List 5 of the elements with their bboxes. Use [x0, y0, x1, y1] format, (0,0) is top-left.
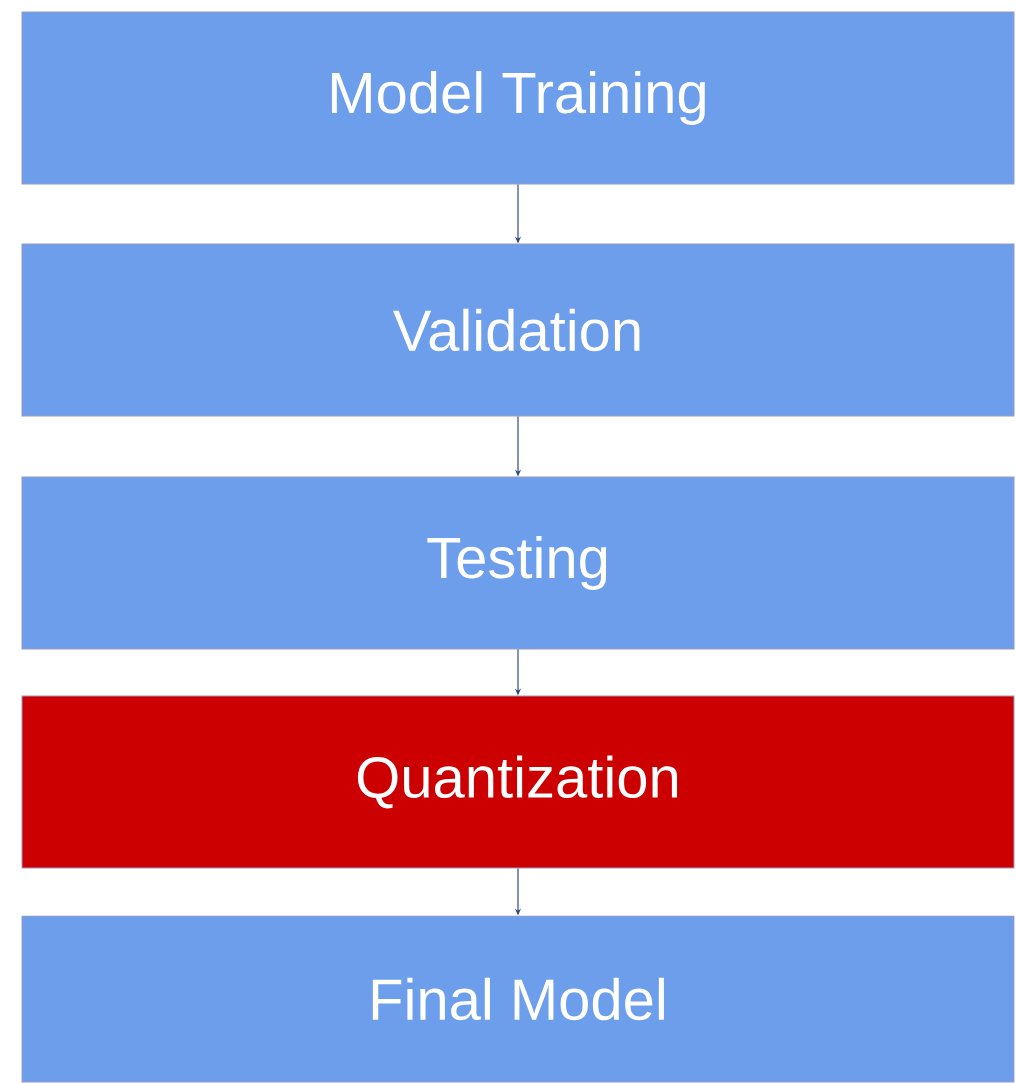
process-box: Final Model: [21, 915, 1015, 1083]
process-box: Quantization: [21, 695, 1015, 869]
process-box: Model Training: [21, 11, 1015, 185]
process-box: Testing: [21, 476, 1015, 650]
process-box: Validation: [21, 243, 1015, 417]
